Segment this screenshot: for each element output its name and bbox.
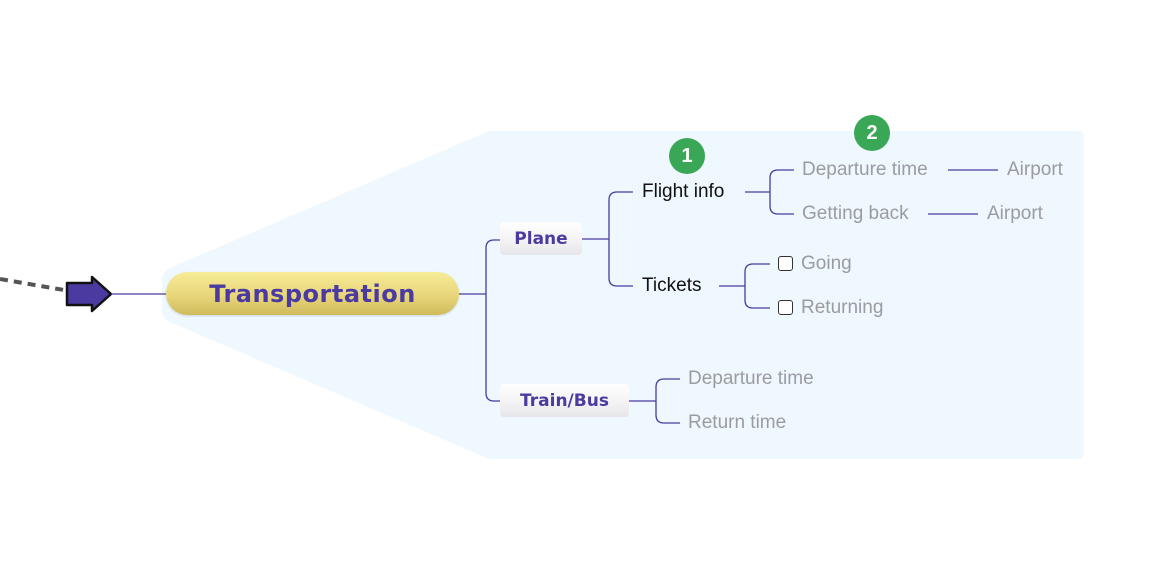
connector-going: [744, 263, 770, 286]
task-checkbox-returning[interactable]: [778, 300, 793, 315]
topic-departure-time[interactable]: Departure time: [802, 159, 928, 180]
relationship-dotted-line[interactable]: [0, 277, 65, 292]
connector-tickets: [608, 239, 633, 287]
root-topic[interactable]: Transportation: [166, 272, 459, 315]
topic-getting-back[interactable]: Getting back: [802, 203, 909, 224]
topic-flight-info[interactable]: Flight info: [642, 181, 725, 202]
topic-airport-departure[interactable]: Airport: [1007, 159, 1063, 180]
connector-gettingback: [769, 192, 794, 215]
topic-returning[interactable]: Returning: [801, 297, 884, 318]
task-checkbox-going[interactable]: [778, 256, 793, 271]
boundary-region: [162, 131, 1084, 459]
topic-train-bus-label: Train/Bus: [520, 390, 609, 411]
connector-tb-departure: [655, 378, 680, 401]
topic-tb-departure-time[interactable]: Departure time: [688, 368, 814, 389]
connector-trainbus: [485, 294, 500, 402]
connector-tb-return: [655, 401, 680, 424]
marker-priority-1-icon[interactable]: 1: [669, 138, 705, 174]
topic-tickets[interactable]: Tickets: [642, 275, 702, 296]
topic-tb-return-time[interactable]: Return time: [688, 412, 787, 433]
topic-plane-label: Plane: [514, 228, 568, 249]
topic-airport-return[interactable]: Airport: [987, 203, 1043, 224]
root-topic-label: Transportation: [209, 279, 416, 308]
arrow-right-icon[interactable]: [65, 275, 113, 313]
connector-plane: [485, 239, 500, 294]
connector-flightinfo: [608, 191, 633, 239]
topic-train-bus[interactable]: Train/Bus: [500, 384, 629, 417]
connector-returning: [744, 286, 770, 309]
topic-plane[interactable]: Plane: [500, 222, 582, 255]
topic-going[interactable]: Going: [801, 253, 852, 274]
marker-priority-2-icon[interactable]: 2: [854, 115, 890, 151]
connector-departure: [769, 169, 794, 192]
